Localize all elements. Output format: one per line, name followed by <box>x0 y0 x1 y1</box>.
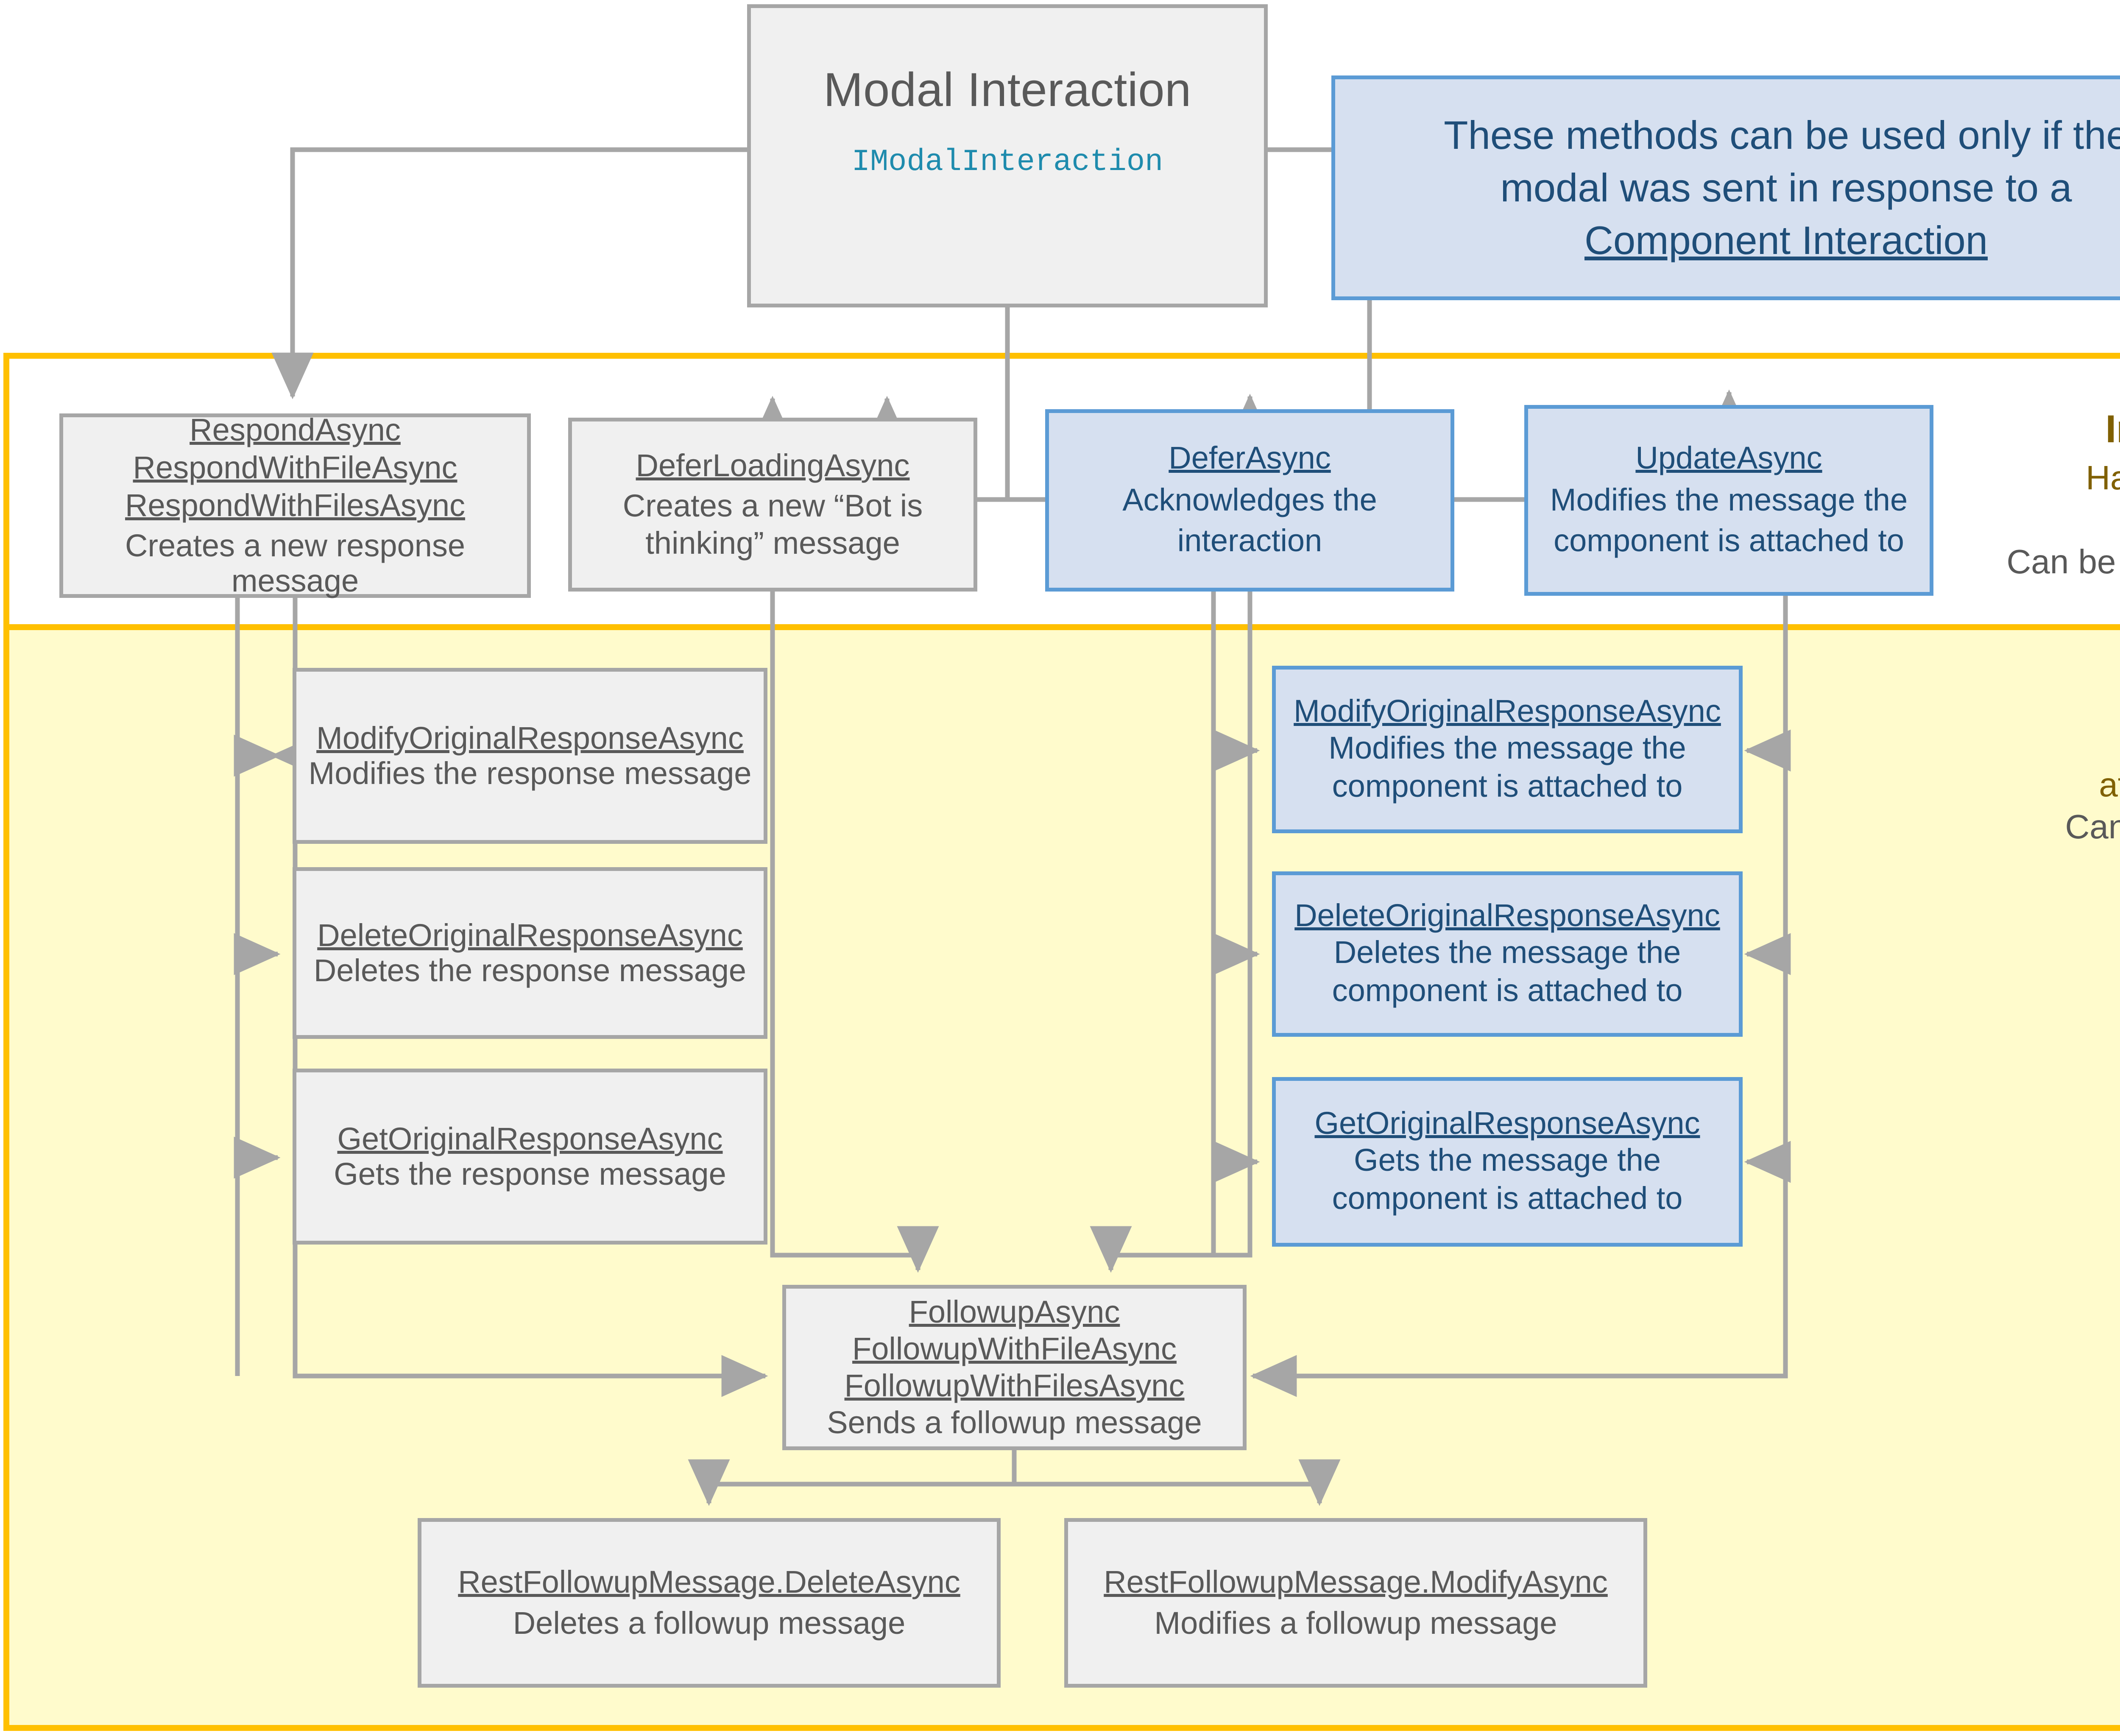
method-name-rest-followup-message-delete-async[interactable]: RestFollowupMessage.DeleteAsync <box>458 1564 960 1600</box>
method-description-line-2: component is attached to <box>1332 768 1683 804</box>
method-name-delete-original-response-async[interactable]: DeleteOriginalResponseAsync <box>1294 898 1720 933</box>
method-name-modify-original-response-async[interactable]: ModifyOriginalResponseAsync <box>1294 693 1721 728</box>
callout-component-interaction: These methods can be used only if the mo… <box>1331 75 2120 300</box>
method-name-get-original-response-async[interactable]: GetOriginalResponseAsync <box>337 1121 723 1156</box>
method-name-respond-async[interactable]: RespondAsync <box>190 412 401 448</box>
node-get-original-response-async-blue[interactable]: GetOriginalResponseAsync Gets the messag… <box>1272 1077 1743 1247</box>
legend-line-1: Can be used in 15 minutes <box>1967 722 2120 764</box>
method-name-followup-async[interactable]: FollowupAsync <box>909 1294 1120 1330</box>
method-name-respond-with-files-async[interactable]: RespondWithFilesAsync <box>125 488 465 523</box>
method-name-defer-async[interactable]: DeferAsync <box>1169 440 1331 476</box>
method-name-rest-followup-message-modify-async[interactable]: RestFollowupMessage.ModifyAsync <box>1104 1564 1608 1600</box>
method-description-line-1: Gets the message the <box>1354 1142 1661 1178</box>
node-defer-loading-async[interactable]: DeferLoadingAsync Creates a new “Bot is … <box>568 418 977 592</box>
method-description-line-2: component is attached to <box>1332 1181 1683 1216</box>
legend-line-2: after sending an initial response <box>2099 766 2120 804</box>
node-get-original-response-async-gray[interactable]: GetOriginalResponseAsync Gets the respon… <box>293 1069 767 1245</box>
node-modify-original-response-async-gray[interactable]: ModifyOriginalResponseAsync Modifies the… <box>293 668 767 844</box>
node-update-async[interactable]: UpdateAsync Modifies the message the com… <box>1524 405 1933 596</box>
legend-followup-methods: Followup methods Can be used in 15 minut… <box>1967 670 2120 890</box>
method-description-line-1: Creates a new “Bot is <box>622 488 923 523</box>
callout-link-component-interaction[interactable]: Component Interaction <box>1584 218 1988 263</box>
method-description-line-2: interaction <box>1177 523 1322 558</box>
legend-title: Followup methods <box>1967 670 2120 718</box>
legend-line-4: interaction token’s lifetime <box>1967 848 2120 890</box>
node-rest-followup-message-modify-async[interactable]: RestFollowupMessage.ModifyAsync Modifies… <box>1064 1518 1647 1688</box>
callout-line-2: modal was sent in response to a <box>1500 165 2072 210</box>
method-description-line-2: component is attached to <box>1554 523 1904 558</box>
method-name-get-original-response-async[interactable]: GetOriginalResponseAsync <box>1314 1105 1700 1141</box>
node-delete-original-response-async-blue[interactable]: DeleteOriginalResponseAsync Deletes the … <box>1272 871 1743 1037</box>
node-defer-async[interactable]: DeferAsync Acknowledges the interaction <box>1045 409 1454 592</box>
legend-line-2: after receiving the interaction <box>1967 499 2120 541</box>
node-rest-followup-message-delete-async[interactable]: RestFollowupMessage.DeleteAsync Deletes … <box>418 1518 1001 1688</box>
method-name-followup-with-files-async[interactable]: FollowupWithFilesAsync <box>844 1368 1185 1403</box>
legend-line-1: Has to be executed in 3 seconds <box>2086 459 2120 497</box>
node-respond-async[interactable]: RespondAsync RespondWithFileAsync Respon… <box>59 412 531 598</box>
method-description: Deletes the response message <box>313 952 747 988</box>
method-description-line-1: Modifies the message the <box>1550 482 1908 518</box>
method-name-respond-with-file-async[interactable]: RespondWithFileAsync <box>133 450 457 486</box>
node-title: Modal Interaction <box>823 63 1191 116</box>
method-name-modify-original-response-async[interactable]: ModifyOriginalResponseAsync <box>316 720 744 756</box>
node-followup-async[interactable]: FollowupAsync FollowupWithFileAsync Foll… <box>782 1285 1247 1450</box>
method-description-line-1: Deletes the message the <box>1333 935 1681 970</box>
legend-initial-response: Initial Response methods Has to be execu… <box>1967 405 2120 583</box>
method-description: Sends a followup message <box>827 1404 1202 1440</box>
method-description-line-1: Modifies the message the <box>1328 730 1686 765</box>
method-description-line-1: Acknowledges the <box>1122 482 1377 518</box>
method-description: Modifies a followup message <box>1154 1605 1557 1641</box>
method-description: Modifies the response message <box>308 755 752 791</box>
legend-line-3: Can be used multiple times during <box>2065 808 2120 846</box>
legend-title: Initial Response methods <box>2105 407 2120 451</box>
method-name-defer-loading-async[interactable]: DeferLoadingAsync <box>636 447 910 483</box>
node-modify-original-response-async-blue[interactable]: ModifyOriginalResponseAsync Modifies the… <box>1272 666 1743 833</box>
method-name-update-async[interactable]: UpdateAsync <box>1635 440 1822 476</box>
method-name-delete-original-response-async[interactable]: DeleteOriginalResponseAsync <box>317 917 743 953</box>
node-delete-original-response-async-gray[interactable]: DeleteOriginalResponseAsync Deletes the … <box>293 867 767 1039</box>
method-description-line-2: thinking” message <box>645 525 900 561</box>
node-interface-name: IModalInteraction <box>851 145 1163 180</box>
method-name-followup-with-file-async[interactable]: FollowupWithFileAsync <box>852 1331 1177 1367</box>
callout-line-1: These methods can be used only if the <box>1444 112 2120 157</box>
node-modal-interaction[interactable]: Modal Interaction IModalInteraction <box>747 4 1268 307</box>
method-description: Creates a new response message <box>125 527 466 598</box>
legend-line-3: Can be used only ones per interaction <box>2006 543 2120 581</box>
method-description: Gets the response message <box>334 1156 726 1192</box>
method-description: Deletes a followup message <box>513 1605 906 1641</box>
method-description-line-2: component is attached to <box>1332 973 1683 1008</box>
